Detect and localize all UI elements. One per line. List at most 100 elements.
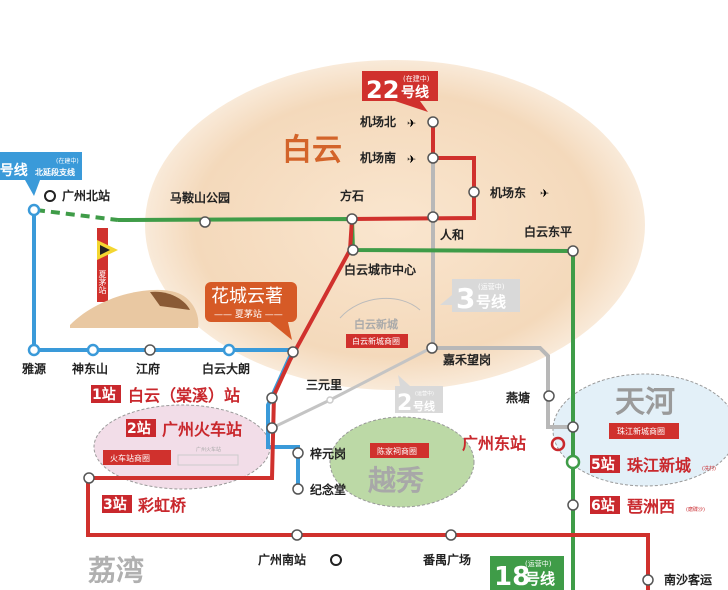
map-shape xyxy=(97,228,108,302)
rail-icon xyxy=(330,554,342,566)
district-yuexiu: 越秀 xyxy=(368,464,424,497)
line-22[interactable] xyxy=(86,122,650,590)
map-shape xyxy=(590,496,620,514)
node-stop3[interactable] xyxy=(83,472,95,484)
node-stop1[interactable] xyxy=(266,392,278,404)
stop-5: 5站 珠江新城 (冼村) xyxy=(590,455,716,475)
label-guangzhoubei: 广州北站 xyxy=(62,188,110,203)
line-8-dashed[interactable] xyxy=(35,208,119,222)
map-shape xyxy=(0,152,82,180)
node-zhujiangxincheng[interactable] xyxy=(565,454,581,470)
map-text: 号线 xyxy=(413,399,435,413)
map-shape xyxy=(103,450,171,465)
map-text: 机场南 xyxy=(360,150,396,165)
map-text: 三元里 xyxy=(306,377,342,392)
map-shape xyxy=(25,180,40,196)
map-text: 广州火车站 xyxy=(162,420,242,439)
node-jichangnan[interactable] xyxy=(427,152,439,164)
map-text: 马鞍山公园 xyxy=(170,190,230,205)
zhujiang-area: 珠江新城商圈 xyxy=(609,423,679,439)
map-text: 6站 xyxy=(591,497,615,514)
map-text: 纪念堂 xyxy=(310,482,346,497)
node-shendongshan[interactable] xyxy=(86,343,100,357)
node-jichangbei[interactable] xyxy=(427,116,439,128)
map-text: (运营中) xyxy=(415,390,434,397)
map-text: 珠江新城商圈 xyxy=(617,426,665,436)
map-shape xyxy=(370,443,429,458)
promo-callout: 花城云著 —— 夏茅站 —— xyxy=(205,282,297,340)
map-shape xyxy=(362,71,438,101)
node-nansha[interactable] xyxy=(642,574,654,586)
station-nodes xyxy=(27,116,654,586)
map-text: 白云大朗 xyxy=(202,361,250,376)
promo-sign-xiamao: 夏茅站 xyxy=(97,228,118,302)
map-text: 18 xyxy=(494,562,530,590)
map-shape xyxy=(102,495,132,513)
node-jichangdong[interactable] xyxy=(468,186,480,198)
node-yantang[interactable] xyxy=(543,390,555,402)
node-junction[interactable] xyxy=(287,346,299,358)
map-text: 号线 xyxy=(401,84,429,101)
map-text: 番禺广场 xyxy=(422,552,471,567)
node-yanyuan[interactable] xyxy=(27,343,41,357)
map-text: 2站 xyxy=(127,420,151,437)
node-baiyundongping[interactable] xyxy=(567,245,579,257)
node-jiahewanggang[interactable] xyxy=(426,342,438,354)
airplane-icon: ✈ xyxy=(540,187,549,200)
map-shape xyxy=(590,455,620,473)
district-baiyun: 白云 xyxy=(282,133,342,168)
map-text: 燕塘 xyxy=(506,390,530,405)
map-text: 机场东 xyxy=(490,185,526,200)
map-shape xyxy=(91,385,121,403)
node-baiyundalang[interactable] xyxy=(222,343,236,357)
node-stop2[interactable] xyxy=(266,422,278,434)
map-text: 嘉禾望岗 xyxy=(442,352,491,367)
node-guangzhoubei[interactable] xyxy=(27,203,41,217)
map-text: 广州南站 xyxy=(258,552,306,567)
map-shape xyxy=(395,101,428,112)
airplane-icon: ✈ xyxy=(407,117,416,130)
node-renhe[interactable] xyxy=(427,211,439,223)
node-baiyunchengshi[interactable] xyxy=(347,244,359,256)
train-illustration xyxy=(70,289,199,328)
node-maanshan[interactable] xyxy=(199,216,211,228)
map-shape xyxy=(609,423,679,439)
map-text: 白云新城商圈 xyxy=(352,336,400,346)
line8-label: 8号线 (在建中) 北延段支线 xyxy=(0,152,82,196)
map-text: 火车站商圈 xyxy=(110,453,150,463)
map-shape xyxy=(490,556,564,590)
yuexiu-area xyxy=(329,416,475,508)
map-shape xyxy=(150,291,190,310)
map-text: 22 xyxy=(366,76,399,104)
node-panyu[interactable] xyxy=(445,529,457,541)
map-shape xyxy=(339,297,421,319)
map-text: 梓元岗 xyxy=(310,446,346,461)
map-text: 北延段支线 xyxy=(35,167,75,177)
map-text: 夏茅站 xyxy=(98,270,107,295)
map-text: 陈家祠商圈 xyxy=(377,446,417,456)
map-text: 神东山 xyxy=(72,361,108,376)
map-text: 白云（棠溪）站 xyxy=(128,386,240,405)
map-text: (运营中) xyxy=(478,282,505,291)
stop-2: 2站 广州火车站 xyxy=(126,419,242,439)
chenjiaci-area: 陈家祠商圈 xyxy=(370,443,429,458)
node-pazhouxi[interactable] xyxy=(567,499,579,511)
map-shape xyxy=(270,322,292,340)
map-text: 彩虹桥 xyxy=(137,496,187,515)
node-jiniantang[interactable] xyxy=(292,483,304,495)
node-fangshi[interactable] xyxy=(346,213,358,225)
line2-label: 2 (运营中) 号线 xyxy=(395,375,443,416)
node-jiangfu[interactable] xyxy=(144,344,156,356)
map-text: 珠江新城 xyxy=(627,456,691,475)
node-guangzhounan[interactable] xyxy=(291,529,303,541)
map-shape xyxy=(177,454,239,466)
node-sanyuanli[interactable] xyxy=(326,396,334,404)
map-text: (在建中) xyxy=(56,157,79,165)
stop-6: 6站 琶洲西 (磨碟沙) xyxy=(590,496,705,516)
label-guangzhoudong: 广州东站 xyxy=(462,434,526,453)
node-guangzhoudong[interactable] xyxy=(567,421,579,433)
map-text: 白云东平 xyxy=(524,224,572,239)
node-ziyuangang[interactable] xyxy=(292,447,304,459)
map-text: 1站 xyxy=(92,386,116,403)
